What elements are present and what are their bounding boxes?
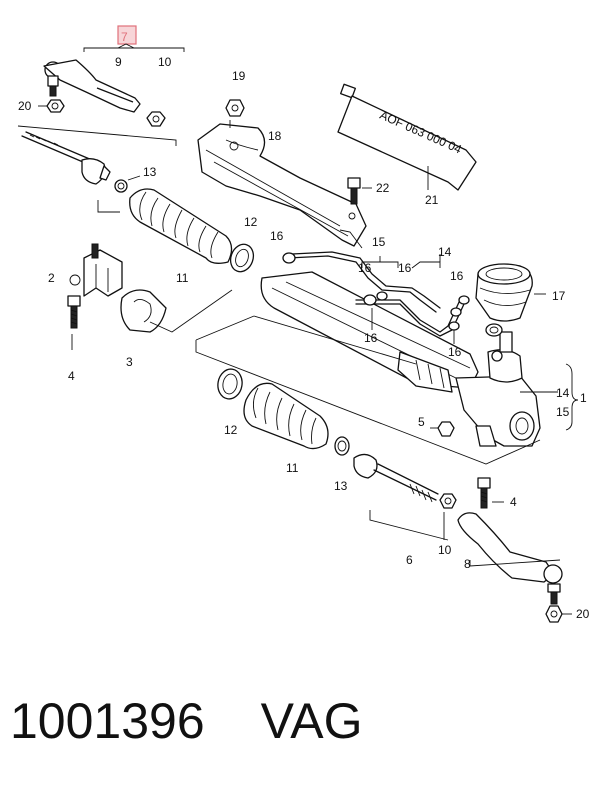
bellows-upper bbox=[129, 188, 255, 273]
callout-8: 8 bbox=[464, 557, 471, 571]
callout-10-bottom: 10 bbox=[438, 543, 452, 557]
callout-4-left: 4 bbox=[68, 369, 75, 383]
callout-10-top: 10 bbox=[158, 55, 172, 69]
hydraulic-lines bbox=[282, 251, 470, 344]
grease-tube: AOF 063 000 04 bbox=[337, 83, 477, 191]
group-brackets bbox=[339, 229, 579, 431]
tie-rod-end-right bbox=[439, 493, 572, 623]
callout-16-e: 16 bbox=[364, 331, 378, 345]
footer: 1001396 VAG bbox=[10, 686, 590, 756]
callout-12-top: 12 bbox=[244, 215, 258, 229]
part-number: 1001396 bbox=[10, 693, 205, 749]
callout-17: 17 bbox=[552, 289, 566, 303]
brand-name: VAG bbox=[260, 693, 363, 749]
pinion-boot bbox=[475, 263, 546, 337]
steering-rack-exploded-diagram: AOF 063 000 04 bbox=[17, 25, 590, 623]
callout-4-right: 4 bbox=[510, 495, 517, 509]
callout-18: 18 bbox=[268, 129, 282, 143]
callout-13-top: 13 bbox=[143, 165, 157, 179]
heat-shield bbox=[197, 99, 372, 247]
callout-19: 19 bbox=[232, 69, 246, 83]
callout-22: 22 bbox=[376, 181, 390, 195]
callout-11-bottom: 11 bbox=[286, 461, 299, 475]
callout-11-top: 11 bbox=[176, 271, 189, 285]
callout-16-a: 16 bbox=[270, 229, 284, 243]
callout-20-bottom: 20 bbox=[576, 607, 590, 621]
callout-6: 6 bbox=[406, 553, 413, 567]
callout-16-d: 16 bbox=[450, 269, 464, 283]
callout-14-right: 14 bbox=[556, 386, 570, 400]
inner-tie-rod-left bbox=[17, 125, 177, 213]
callout-13-bottom: 13 bbox=[334, 479, 348, 493]
callout-21: 21 bbox=[425, 193, 439, 207]
callout-9: 9 bbox=[115, 55, 122, 69]
inner-tie-rod-right bbox=[353, 453, 449, 541]
lower-section bbox=[195, 315, 541, 465]
callout-2: 2 bbox=[48, 271, 55, 285]
callout-20-top: 20 bbox=[18, 99, 32, 113]
callout-15-right: 15 bbox=[556, 405, 570, 419]
rack-housing bbox=[260, 271, 541, 447]
callout-labels: 7 9 10 19 20 18 13 22 21 12 16 15 14 16 … bbox=[18, 30, 590, 621]
callout-7: 7 bbox=[121, 30, 128, 44]
callout-3: 3 bbox=[126, 355, 133, 369]
callout-16-c: 16 bbox=[398, 261, 412, 275]
callout-15-top: 15 bbox=[372, 235, 386, 249]
callout-12-bottom: 12 bbox=[224, 423, 238, 437]
bolt-right bbox=[477, 477, 504, 509]
bellows-lower bbox=[217, 368, 350, 456]
mounting-bracket-group bbox=[67, 243, 233, 350]
callout-14-top: 14 bbox=[438, 245, 452, 259]
callout-5: 5 bbox=[418, 415, 425, 429]
tie-rod-end-left bbox=[38, 25, 185, 127]
callout-16-f: 16 bbox=[448, 345, 462, 359]
callout-1: 1 bbox=[580, 391, 587, 405]
callout-16-b: 16 bbox=[358, 261, 372, 275]
